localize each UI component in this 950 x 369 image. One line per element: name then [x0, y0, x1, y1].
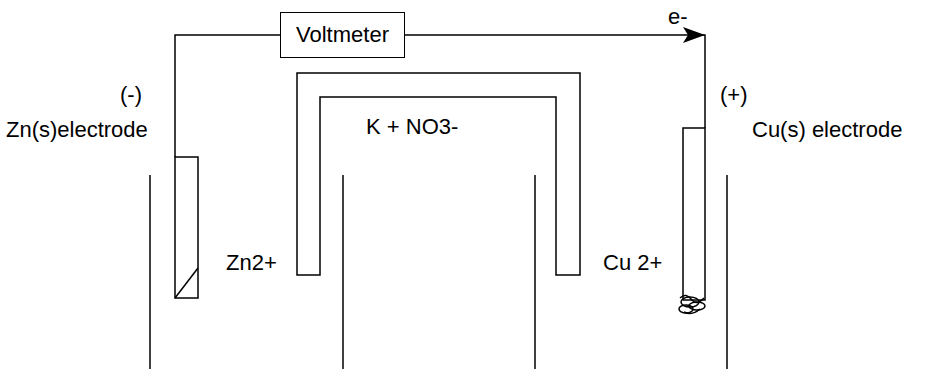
cell-label: e- — [668, 6, 688, 28]
cell-label: (+) — [720, 84, 748, 106]
node-text: Voltmeter — [296, 24, 389, 46]
wire — [175, 35, 280, 157]
cell-label: Zn2+ — [226, 252, 277, 274]
zinc-electrode — [175, 157, 198, 298]
copper-deposit — [679, 295, 705, 313]
beaker-wall — [342, 175, 344, 369]
cell-label: Cu(s) electrode — [752, 119, 902, 141]
cell-label: Cu 2+ — [603, 252, 662, 274]
beaker-wall — [149, 175, 151, 369]
zinc-mark — [175, 268, 198, 298]
copper-electrode — [683, 128, 705, 300]
cell-label: (-) — [120, 84, 142, 106]
beaker-wall — [534, 175, 536, 369]
voltmeter-box: Voltmeter — [280, 12, 405, 58]
electron-arrowhead — [683, 27, 705, 43]
beaker-wall — [726, 175, 728, 369]
cell-label: Zn(s)electrode — [6, 119, 148, 141]
cell-label: K + NO3- — [366, 116, 458, 138]
salt-bridge — [297, 73, 580, 275]
wire — [405, 35, 705, 128]
